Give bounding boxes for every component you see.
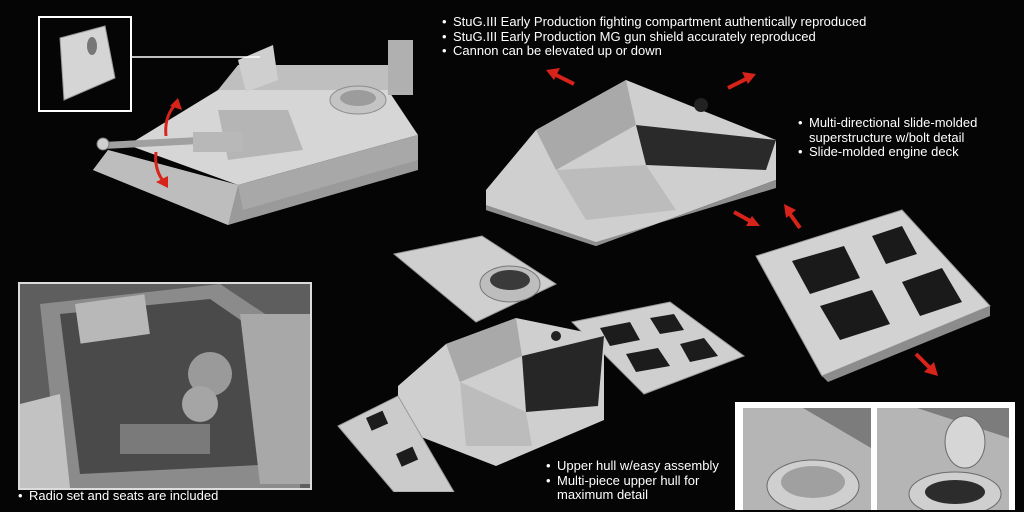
callout-upper-hull-assembly: Upper hull w/easy assembly: [546, 458, 719, 474]
main-model-image: [88, 20, 428, 250]
elevation-arrow-down: [154, 151, 168, 188]
callout-slide-molded-superstructure: Multi-directional slide-molded: [798, 115, 977, 131]
arrow-superstructure-left: [546, 68, 575, 86]
callout-slide-molded-superstructure-cont: superstructure w/bolt detail: [809, 129, 965, 145]
upper-hull-part-image: [336, 316, 608, 492]
callout-fighting-compartment: StuG.III Early Production fighting compa…: [442, 14, 866, 30]
interior-caption: Radio set and seats are included: [18, 488, 218, 504]
hatch-closed-photo: [743, 408, 871, 510]
right-callouts: Multi-directional slide-molded superstru…: [798, 115, 977, 160]
callout-cannon-elevation: Cannon can be elevated up or down: [442, 43, 866, 59]
callout-engine-deck: Slide-molded engine deck: [798, 144, 977, 160]
callout-multi-piece-hull-cont: maximum detail: [557, 487, 649, 502]
callout-multi-piece-hull: Multi-piece upper hull for: [546, 473, 719, 489]
interior-photo: [18, 282, 312, 490]
arrow-superstructure-right: [727, 72, 756, 90]
bottom-callouts: Upper hull w/easy assembly Multi-piece u…: [546, 458, 719, 503]
elevation-arrow-up: [164, 98, 182, 137]
small-deck-part-image: [570, 300, 746, 396]
hatch-open-photo: [877, 408, 1009, 510]
arrow-engine-deck-down: [914, 352, 938, 376]
hatch-detail-frame: [735, 402, 1015, 510]
inset-leader-line: [130, 56, 260, 58]
arrow-superstructure-down: [733, 210, 760, 226]
arrow-engine-deck-up: [784, 204, 802, 230]
callout-mg-shield: StuG.III Early Production MG gun shield …: [442, 29, 866, 45]
mg-shield-inset: [38, 16, 132, 112]
hatch-plate-part-image: [392, 234, 558, 324]
top-callouts: StuG.III Early Production fighting compa…: [442, 14, 866, 59]
engine-deck-part-image: [752, 206, 994, 382]
superstructure-part-image: [476, 70, 788, 246]
callout-radio-seats: Radio set and seats are included: [18, 488, 218, 504]
